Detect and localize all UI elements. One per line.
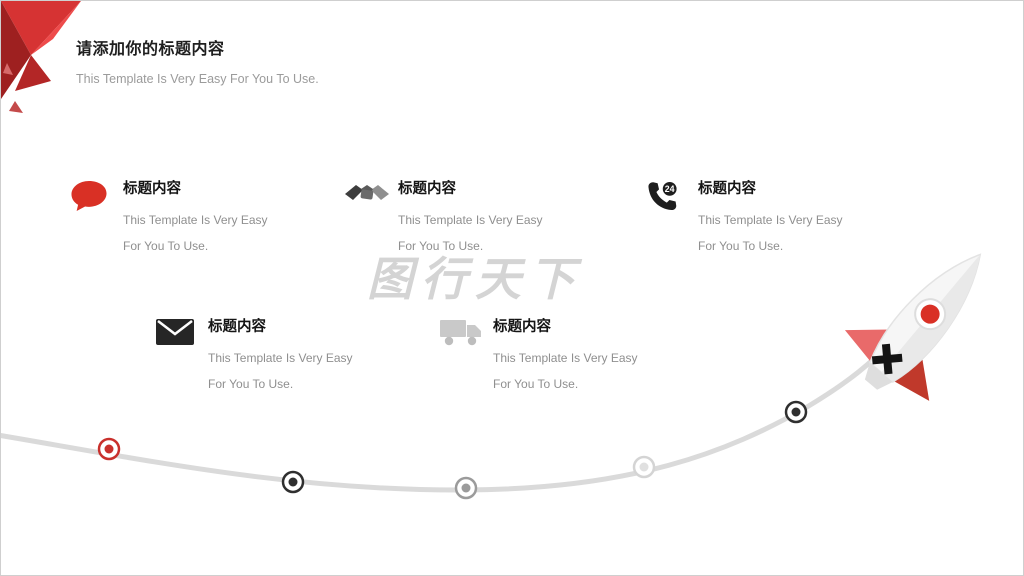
feature-line: For You To Use. <box>208 377 294 391</box>
slide-header: 请添加你的标题内容 This Template Is Very Easy For… <box>76 35 319 86</box>
feature-line: For You To Use. <box>698 239 784 253</box>
feature-title: 标题内容 <box>398 181 456 197</box>
truck-icon <box>439 315 493 397</box>
feature-line: This Template Is Very Easy <box>493 351 638 365</box>
feature-line: For You To Use. <box>493 377 579 391</box>
feature-item-5: 标题内容 This Template Is Very Easy For You … <box>439 315 638 397</box>
feature-line: This Template Is Very Easy <box>398 213 543 227</box>
feature-line: For You To Use. <box>398 239 484 253</box>
milestone-dot-5 <box>784 400 808 424</box>
feature-title: 标题内容 <box>698 181 756 197</box>
phone-24-icon: 24 <box>644 177 698 259</box>
feature-line: This Template Is Very Easy <box>208 351 353 365</box>
phone-badge-label: 24 <box>665 184 675 194</box>
feature-title: 标题内容 <box>208 319 266 335</box>
feature-line: This Template Is Very Easy <box>123 213 268 227</box>
page-subtitle: This Template Is Very Easy For You To Us… <box>76 72 319 86</box>
feature-item-4: 标题内容 This Template Is Very Easy For You … <box>154 315 353 397</box>
feature-item-2: 标题内容 This Template Is Very Easy For You … <box>344 177 543 259</box>
x-mark-icon <box>871 343 903 375</box>
feature-line: This Template Is Very Easy <box>698 213 843 227</box>
milestone-dot-4 <box>632 455 656 479</box>
milestone-dot-3 <box>454 476 478 500</box>
feature-title: 标题内容 <box>493 319 551 335</box>
handshake-icon <box>344 177 398 259</box>
speech-bubble-icon <box>69 177 123 259</box>
envelope-icon <box>154 315 208 397</box>
corner-triangles-decoration <box>1 1 81 113</box>
page-title: 请添加你的标题内容 <box>76 41 225 58</box>
feature-line: For You To Use. <box>123 239 209 253</box>
feature-title: 标题内容 <box>123 181 181 197</box>
rocket-illustration <box>844 253 982 401</box>
feature-item-1: 标题内容 This Template Is Very Easy For You … <box>69 177 268 259</box>
feature-item-3: 24 标题内容 This Template Is Very Easy For Y… <box>644 177 843 259</box>
milestone-dot-2 <box>281 470 305 494</box>
milestone-dot-1 <box>97 437 121 461</box>
